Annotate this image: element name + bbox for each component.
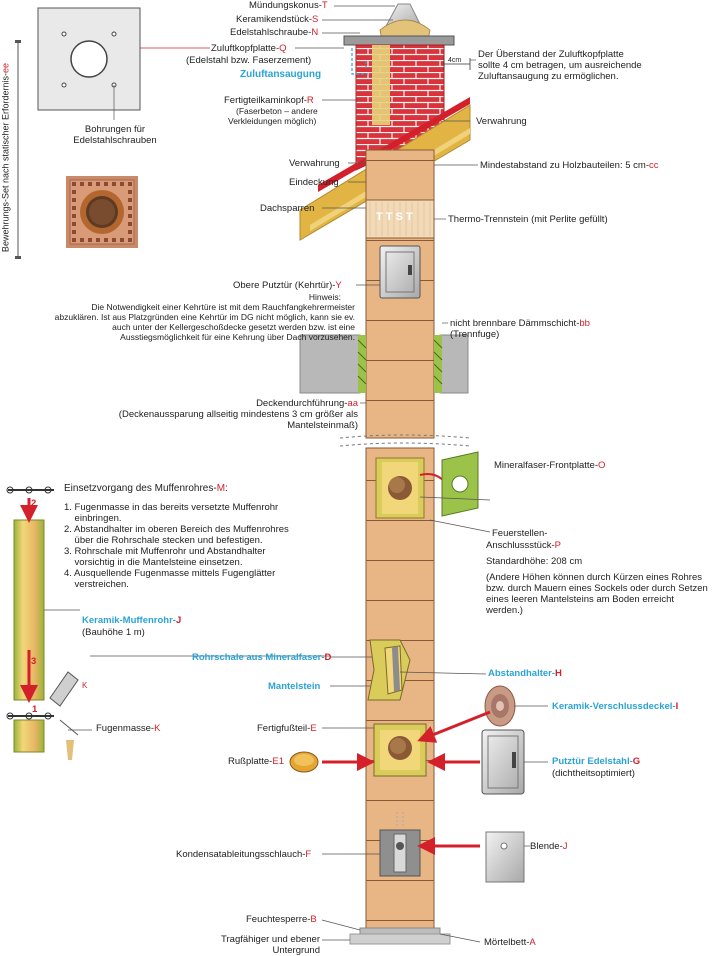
leader-lines: [44, 5, 548, 943]
label-muendungskonus: Mündungskonus-T: [249, 0, 328, 11]
einsetzvorgang-title: Einsetzvorgang des Muffenrohres-M:: [64, 483, 228, 494]
four-cm-label: 4cm: [448, 57, 462, 64]
step-2-line-1: 2. Abstandhalter im oberen Bereich des M…: [64, 524, 289, 535]
andere-hoehen-3: eines leeren Mantelsteins am Boden errei…: [486, 594, 674, 605]
step-1-line-1: 1. Fugenmasse in das bereits versetzte M…: [64, 502, 279, 513]
hinweis-line-2: abzuklären. Ist aus Platzgründen eine Ke…: [54, 312, 355, 322]
bohrungen-1: Bohrungen für: [84, 124, 146, 135]
andere-hoehen-1: (Andere Höhen können durch Kürzen eines …: [486, 572, 702, 583]
rohrschale-cutaway: [367, 639, 411, 701]
step-number-1: 1: [32, 704, 38, 715]
feuerstellen-anschluss: [375, 457, 451, 519]
label-fertigteilkaminkopf-sub1: (Faserbeton – andere: [236, 106, 318, 116]
zuluftkopfplatte-drawing: [37, 7, 210, 120]
label-obere-putztuer: Obere Putztür (Kehrtür)-Y: [233, 280, 342, 291]
label-verwahrung-left: Verwahrung: [289, 158, 340, 169]
step-number-2: 2: [31, 498, 37, 509]
label-verwahrung-right: Verwahrung: [476, 116, 527, 127]
hinweis-line-4: Ausstiegsmöglichkeit für eine Kehrung üb…: [120, 332, 355, 342]
label-rohrschale: Rohrschale aus Mineralfaser-D: [192, 652, 332, 663]
mantelstein-topview: [66, 176, 138, 248]
label-deckendurchfuehrung-sub1: (Deckenaussparung allseitig mindestens 3…: [118, 409, 358, 420]
blende: [485, 831, 525, 883]
label-eindeckung: Eindeckung: [289, 177, 339, 188]
obere-putztuer: [379, 245, 421, 299]
label-putztuer-sub: (dichtheitsoptimiert): [552, 768, 635, 779]
andere-hoehen-4: werden.): [486, 605, 523, 616]
label-keramik-muffenrohr-sub: (Bauhöhe 1 m): [82, 627, 145, 638]
label-fertigfussteil: Fertigfußteil-E: [257, 723, 317, 734]
label-feuchtesperre: Feuchtesperre-B: [246, 914, 317, 925]
bohrungen-2: Edelstahlschrauben: [73, 135, 157, 146]
step-2-line-2: über die Rohrschale stecken und befestig…: [64, 535, 263, 546]
label-daemmschicht: nicht brennbare Dämmschicht-bb: [450, 318, 590, 329]
feuchtesperre: [359, 927, 441, 935]
label-keramik-muffenrohr: Keramik-Muffenrohr-J: [82, 615, 182, 626]
step-3-line-2: vorsichtig in die Mantelsteine einsetzen…: [64, 557, 243, 568]
label-feuerstellen-2: Anschlussstück-P: [486, 540, 561, 551]
label-moertelbett: Mörtelbett-A: [484, 937, 536, 948]
label-untergrund-1: Tragfähiger und ebener: [221, 934, 320, 945]
zuluftkopfplatte-plate: [343, 35, 455, 46]
label-edelstahlschraube: Edelstahlschraube-N: [230, 27, 319, 38]
label-fertigteilkaminkopf-sub2: Verkleidungen möglich): [228, 116, 317, 126]
hinweis-line-3: auch unter der Kellergeschoßdecke gesetz…: [112, 322, 355, 332]
keramik-verschlussdeckel: [484, 685, 516, 727]
k-marker: K: [82, 681, 88, 690]
label-mantelstein: Mantelstein: [268, 681, 321, 692]
ueberstand-note-1: Der Überstand der Zuluftkopfplatte: [478, 49, 624, 60]
label-bewehrungs-set: Bewehrungs-Set nach statischer Erfordern…: [0, 62, 11, 253]
label-keramik-verschlussdeckel: Keramik-Verschlussdeckel-I: [552, 701, 679, 712]
label-fertigteilkaminkopf: Fertigteilkaminkopf-R: [224, 95, 314, 106]
step-1-line-2: einbringen.: [64, 513, 122, 524]
step-4-line-1: 4. Ausquellende Fugenmasse mittels Fugen…: [64, 568, 276, 579]
label-daemmschicht-sub: (Trennfuge): [450, 329, 500, 340]
label-deckendurchfuehrung-sub2: Mantelsteinmaß): [287, 420, 358, 431]
moertelbett: [349, 933, 451, 945]
hinweis-title: Hinweis:: [308, 292, 341, 302]
step-number-3: 3: [31, 656, 37, 667]
label-thermo-trennstein: Thermo-Trennstein (mit Perlite gefüllt): [448, 214, 608, 225]
step-4-line-2: verstreichen.: [64, 579, 129, 590]
ueberstand-note-3: Zuluftansaugung zu ermöglichen.: [478, 71, 619, 82]
muffenrohr-assembly: [6, 486, 79, 760]
deckendurchfuehrung-slab: [299, 334, 469, 394]
label-kondensat: Kondensatableitungsschlauch-F: [176, 849, 312, 860]
label-mindestabstand: Mindestabstand zu Holzbauteilen: 5 cm-cc: [480, 160, 659, 171]
putztuer-edelstahl: [481, 729, 525, 795]
russplatte: [289, 751, 319, 773]
assembly-arrows: [322, 710, 491, 855]
label-zuluftkopfplatte-sub: (Edelstahl bzw. Faserzement): [186, 55, 312, 66]
label-deckendurchfuehrung: Deckendurchführung-aa: [256, 398, 358, 409]
hinweis-line-1: Die Notwendigkeit einer Kehrtüre ist mit…: [91, 302, 355, 312]
fertigfussteil: [373, 723, 427, 777]
ueberstand-note-2: sollte 4 cm betragen, um ausreichende: [478, 60, 642, 71]
step-3-line-1: 3. Rohrschale mit Muffenrohr und Abstand…: [64, 546, 266, 557]
label-untergrund-2: Untergrund: [272, 945, 320, 956]
label-keramikendstueck: Keramikendstück-S: [236, 14, 319, 25]
label-mineralfaser-frontplatte: Mineralfaser-Frontplatte-O: [494, 460, 606, 471]
label-russplatte: Rußplatte-E1: [228, 756, 284, 767]
label-fugenmasse: Fugenmasse-K: [96, 723, 161, 734]
ttst-marking: T T S T: [376, 211, 413, 223]
label-abstandhalter: Abstandhalter-H: [488, 668, 562, 679]
label-zuluftansaugung: Zuluftansaugung: [240, 69, 322, 80]
muendungskonus: [379, 3, 431, 41]
label-standardhoehe: Standardhöhe: 208 cm: [486, 556, 583, 567]
label-blende: Blende-J: [530, 841, 568, 852]
label-feuerstellen-1: Feuerstellen-: [492, 528, 548, 539]
label-putztuer-edelstahl: Putztür Edelstahl-G: [552, 756, 641, 767]
andere-hoehen-2: bzw. durch Mauern eines Sockels oder dur…: [486, 583, 708, 594]
label-dachsparren: Dachsparren: [260, 203, 315, 214]
label-zuluftkopfplatte: Zuluftkopfplatte-Q: [211, 43, 287, 54]
